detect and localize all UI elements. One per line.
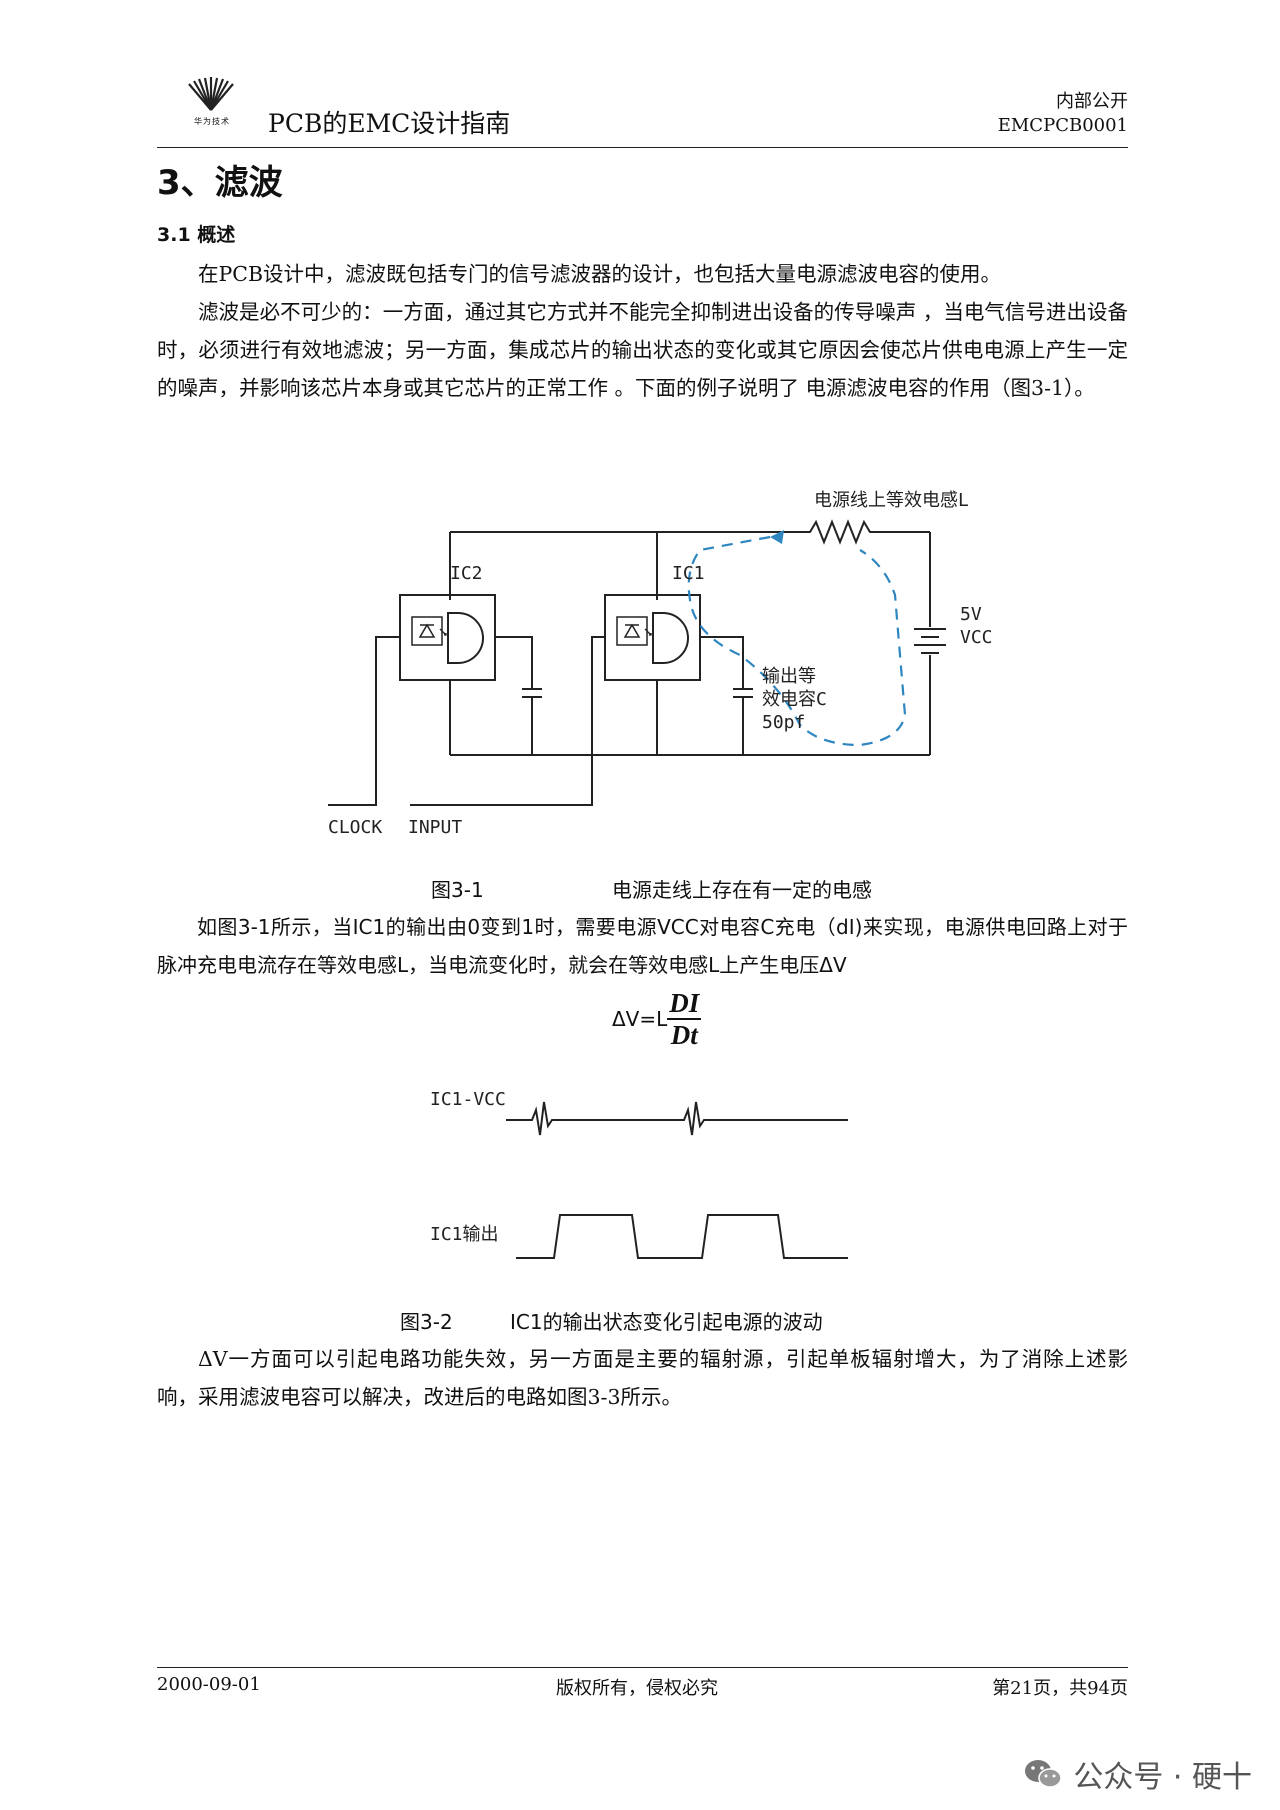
paragraph: ΔV一方面可以引起电路功能失效，另一方面是主要的辐射源，引起单板辐射增大，为了消… [157,1347,1128,1409]
paragraph: 滤波是必不可少的：一方面，通过其它方式并不能完全抑制进出设备的传导噪声 ，当电气… [157,300,1128,400]
figure-3-1-caption: 电源走线上存在有一定的电感 [612,878,872,902]
current-path-loop [687,535,907,747]
wechat-icon [1025,1760,1063,1788]
voltage-label: 5V [960,604,982,625]
ic2-diode [418,623,436,638]
paragraph: 在PCB设计中，滤波既包括专门的信号滤波器的设计，也包括大量电源滤波电容的使用。 [198,262,1002,286]
output-waveform-label: IC1输出 [430,1224,499,1245]
ic1-opto-box [616,616,648,646]
equation-lhs: ΔV=L [612,1007,668,1031]
footer-date: 2000-09-01 [157,1674,261,1695]
ic2-opto-box [411,616,443,646]
ic1-output-wire [700,636,744,689]
document-title: PCB的EMC设计指南 [268,109,511,138]
clock-input-wire [328,636,400,806]
ic2-label: IC2 [450,563,483,584]
ic2-output-cap [522,688,542,698]
cap-label-line1: 输出等 [762,666,816,687]
input-label: INPUT [408,817,462,838]
header-rule [157,147,1128,148]
huawei-logo-icon [188,77,234,111]
vcc-label: VCC [960,627,993,648]
company-logo: 华为技术 [183,76,239,128]
subsection-title: 3.1 概述 [157,224,236,246]
output-waveform-line [516,1214,848,1259]
ic1-output-cap [733,688,753,698]
vcc-waveform-line [506,1101,848,1136]
cap-label-line3: 50pf [762,712,805,733]
current-arrow-icon [770,530,784,544]
watermark-text: 公众号 · 硬十 [1073,1760,1252,1795]
vcc-waveform-label: IC1-VCC [430,1089,506,1110]
footer-page-number: 第21页，共94页 [992,1678,1128,1699]
data-input-wire [410,636,605,806]
ic2-output-wire [495,636,533,689]
ic1-label: IC1 [672,563,705,584]
figure-3-1-number: 图3-1 [431,878,484,902]
ic2-gate [447,612,484,664]
figure-3-2-caption: IC1的输出状态变化引起电源的波动 [510,1310,823,1334]
body-text-explanation: 如图3-1所示，当IC1的输出由0变到1时，需要电源VCC对电容C充电（dI)来… [157,908,1128,984]
figure-3-1-circuit: 电源线上等效电感L IC2 IC1 5V VCC 输出等 效电容C 50pf C… [328,490,993,838]
paragraph: 如图3-1所示，当IC1的输出由0变到1时，需要电源VCC对电容C充电（dI)来… [157,915,1128,977]
classification-label: 内部公开 [1056,91,1128,112]
body-text-intro: 在PCB设计中，滤波既包括专门的信号滤波器的设计，也包括大量电源滤波电容的使用。… [157,255,1128,407]
equation-denominator: Dt [670,1020,698,1050]
ic1-diode [623,623,641,638]
clock-label: CLOCK [328,817,382,838]
equation-numerator: DI [667,988,702,1020]
logo-caption: 华为技术 [194,117,230,126]
section-title: 3、滤波 [157,163,283,203]
inductor-symbol [800,519,930,545]
header-meta: 内部公开 EMCPCB0001 [998,90,1128,138]
cap-label-line2: 效电容C [762,689,827,710]
ic1-gate [652,612,689,664]
inductor-label: 电源线上等效电感L [814,490,969,511]
document-code: EMCPCB0001 [997,115,1128,136]
wechat-watermark: 公众号 · 硬十 [1023,1752,1252,1796]
footer-copyright: 版权所有，侵权必究 [556,1678,718,1699]
figure-3-2-number: 图3-2 [400,1310,453,1334]
figure-3-2-waveforms: IC1-VCC IC1输出 [430,1089,848,1259]
body-text-conclusion: ΔV一方面可以引起电路功能失效，另一方面是主要的辐射源，引起单板辐射增大，为了消… [157,1340,1128,1416]
footer-rule [157,1667,1128,1668]
